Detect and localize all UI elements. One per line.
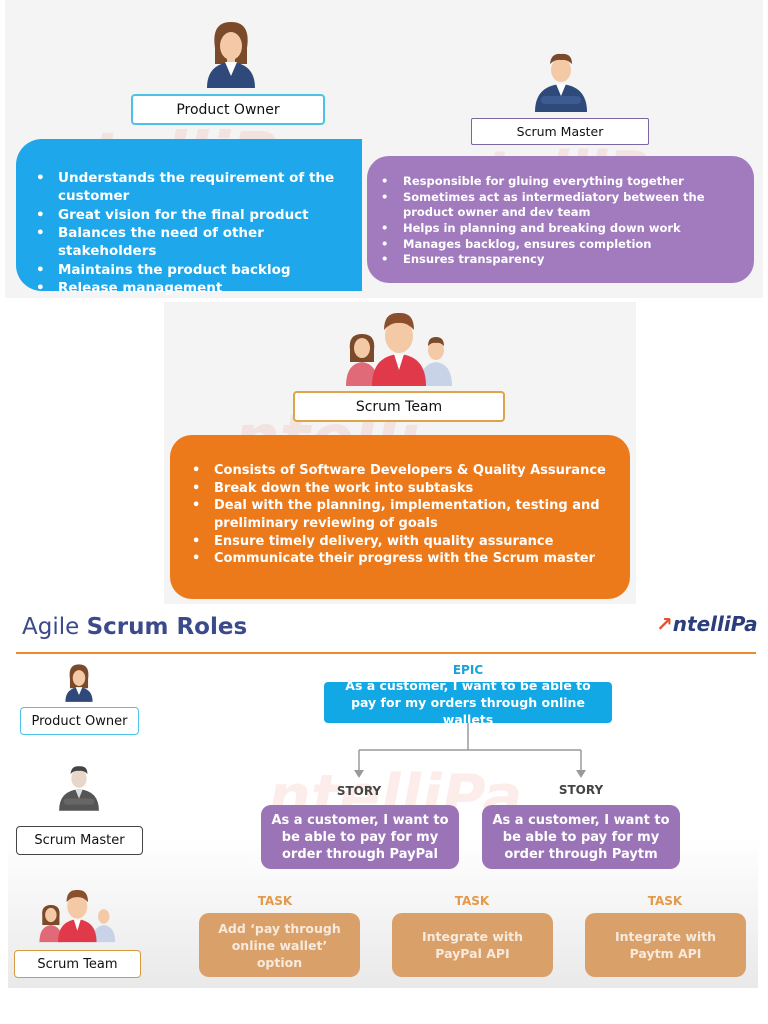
list-item: Ensures transparency (381, 252, 736, 268)
slide-scrum-master-label: Scrum Master (16, 826, 143, 855)
list-item: Communicate their progress with the Scru… (192, 550, 610, 568)
list-item: Break down the work into subtasks (192, 480, 610, 498)
story-heading-1: STORY (336, 784, 382, 798)
product-owner-bullet-list: Understands the requirement of the custo… (16, 139, 362, 298)
agile-scrum-roles-slide: ntelliPa Agile Scrum Roles ↗ntelliPa Pro… (8, 612, 758, 988)
logo-text: ntelliPa (672, 612, 758, 636)
scrum-team-responsibilities: Consists of Software Developers & Qualit… (170, 435, 630, 599)
task-box-paypal-api: Integrate with PayPal API (392, 913, 553, 977)
task-heading-1: TASK (257, 894, 293, 908)
product-owner-responsibilities: Understands the requirement of the custo… (16, 139, 362, 298)
slide-product-owner-label: Product Owner (20, 707, 139, 735)
list-item: Sometimes act as intermediatory between … (381, 190, 736, 221)
story-box-paytm: As a customer, I want to be able to pay … (482, 805, 680, 869)
list-item: Responsible for gluing everything togeth… (381, 174, 736, 190)
title-divider (16, 652, 756, 654)
story-box-paypal: As a customer, I want to be able to pay … (261, 805, 459, 869)
epic-box: As a customer, I want to be able to pay … (324, 678, 612, 727)
scrum-team-label: Scrum Team (293, 391, 505, 422)
epic-story-connectors (354, 723, 586, 778)
list-item: Understands the requirement of the custo… (36, 169, 362, 206)
epic-text: As a customer, I want to be able to pay … (345, 678, 591, 727)
intellipaat-logo: ↗ntelliPa (656, 612, 758, 636)
slide-title-part1: Agile (22, 614, 87, 640)
scrum-team-bullet-list: Consists of Software Developers & Qualit… (170, 435, 630, 568)
slide-scrum-team-label: Scrum Team (14, 950, 141, 978)
list-item: Ensure timely delivery, with quality ass… (192, 533, 610, 551)
logo-figure-icon: ↗ (656, 612, 673, 636)
epic-heading: EPIC (452, 663, 484, 677)
product-owner-avatar-icon (207, 22, 255, 88)
story-heading-2: STORY (558, 783, 604, 797)
task-heading-2: TASK (454, 894, 490, 908)
top-roles-panel: ntelliPa ntelliPa Product Owner Understa… (5, 0, 763, 298)
list-item: Manages backlog, ensures completion (381, 237, 736, 253)
list-item: Balances the need of other stakeholders (36, 224, 362, 261)
task-box-paytm-api: Integrate with Paytm API (585, 913, 746, 977)
list-item: Great vision for the final product (36, 206, 362, 225)
slide-title-part2: Scrum Roles (86, 614, 248, 640)
list-item: Release management (36, 279, 362, 298)
scrum-team-avatar-icon (346, 312, 452, 386)
scrum-master-avatar-icon (535, 53, 587, 112)
list-item: Maintains the product backlog (36, 261, 362, 280)
scrum-master-avatar-icon (59, 766, 99, 811)
scrum-master-responsibilities: Responsible for gluing everything togeth… (367, 156, 754, 283)
scrum-master-label: Scrum Master (471, 118, 649, 145)
product-owner-label: Product Owner (131, 94, 325, 125)
product-owner-avatar-icon (65, 664, 93, 702)
list-item: Consists of Software Developers & Qualit… (192, 462, 610, 480)
slide-title: Agile Scrum Roles (22, 614, 247, 640)
task-heading-3: TASK (647, 894, 683, 908)
list-item: Deal with the planning, implementation, … (192, 497, 610, 532)
list-item: Helps in planning and breaking down work (381, 221, 736, 237)
scrum-team-avatar-icon (39, 889, 116, 943)
task-box-add-option: Add ‘pay through online wallet’ option (199, 913, 360, 977)
scrum-master-bullet-list: Responsible for gluing everything togeth… (367, 156, 754, 268)
scrum-team-panel: ntelli Scrum Team Consists of Software D… (164, 302, 636, 604)
